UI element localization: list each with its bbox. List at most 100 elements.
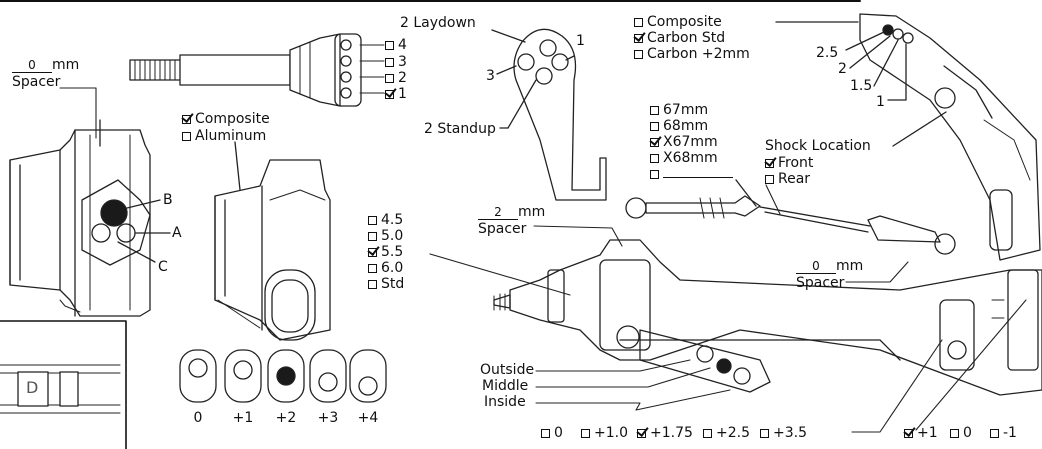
bottom-right-plus1-checkbox[interactable] [904, 429, 913, 438]
axle-1-checkbox[interactable] [385, 90, 394, 99]
inset-letter: D [26, 378, 39, 397]
shock-location-rear[interactable]: Rear [765, 172, 810, 186]
axle-position-2[interactable]: 2 [385, 71, 407, 85]
top-spacer-unit: mm [52, 57, 80, 73]
turnbuckle-x67-checkbox[interactable] [650, 138, 659, 147]
top-spacer-label: Spacer [12, 74, 61, 90]
aluminum-label: Aluminum [195, 128, 267, 144]
bottom-right-0-checkbox[interactable] [950, 429, 959, 438]
bottom-right-plus1-label: +1 [917, 425, 938, 441]
hub-material-composite[interactable]: Composite [182, 112, 270, 126]
turnbuckle-custom-checkbox[interactable] [650, 170, 659, 179]
bottom-option-plus3-5[interactable]: +3.5 [760, 426, 807, 440]
axle-3-checkbox[interactable] [385, 58, 394, 67]
axle-position-3[interactable]: 3 [385, 55, 407, 69]
bottom-plus2-5-checkbox[interactable] [703, 429, 712, 438]
right-spacer-unit: mm [836, 258, 864, 274]
hub-height-std-label: Std [381, 276, 405, 292]
tower-carbon-plus2-checkbox[interactable] [634, 50, 643, 59]
tower-hole-1-label: 1 [876, 94, 885, 110]
hub-height-4-5[interactable]: 4.5 [368, 213, 403, 227]
hub-height-6-0-checkbox[interactable] [368, 264, 377, 273]
slot-label-plus3: +3 [317, 410, 339, 426]
slot-label-0: 0 [193, 410, 203, 426]
bottom-plus3-5-checkbox[interactable] [760, 429, 769, 438]
bottom-plus1-75-checkbox[interactable] [637, 429, 646, 438]
turnbuckle-68mm[interactable]: 68mm [650, 119, 708, 133]
bottom-option-plus1-0[interactable]: +1.0 [581, 426, 628, 440]
bottom-right-option-minus1[interactable]: -1 [990, 426, 1017, 440]
bottom-right-minus1-checkbox[interactable] [990, 429, 999, 438]
bottom-option-plus1-75[interactable]: +1.75 [637, 426, 693, 440]
hub-height-6-0-label: 6.0 [381, 260, 404, 276]
turnbuckle-x67mm[interactable]: X67mm [650, 135, 718, 149]
bottom-right-option-plus1[interactable]: +1 [904, 426, 938, 440]
tower-material-composite[interactable]: Composite [634, 15, 722, 29]
axle-4-checkbox[interactable] [385, 41, 394, 50]
turnbuckle-x68mm[interactable]: X68mm [650, 151, 718, 165]
bellcrank-standup-label: 2 Standup [424, 121, 496, 137]
bottom-right-option-0[interactable]: 0 [950, 426, 972, 440]
tower-carbon-std-checkbox[interactable] [634, 34, 643, 43]
turnbuckle-x68-checkbox[interactable] [650, 154, 659, 163]
tower-hole-2-label: 2 [838, 61, 847, 77]
hub-material-aluminum[interactable]: Aluminum [182, 129, 266, 143]
aluminum-checkbox[interactable] [182, 132, 191, 141]
slot-label-plus2: +2 [275, 410, 297, 426]
turnbuckle-68-checkbox[interactable] [650, 122, 659, 131]
shock-rear-checkbox[interactable] [765, 175, 774, 184]
turnbuckle-custom-field[interactable] [663, 167, 733, 178]
tower-hole-2-5-label: 2.5 [816, 45, 839, 61]
hub-height-4-5-label: 4.5 [381, 212, 404, 228]
slot-label-plus1: +1 [232, 410, 254, 426]
turnbuckle-custom[interactable] [650, 167, 733, 181]
tower-material-carbon-std[interactable]: Carbon Std [634, 31, 725, 45]
axle-position-1[interactable]: 1 [385, 87, 407, 101]
axle-position-4[interactable]: 4 [385, 38, 407, 52]
hub-alternate-drawing [214, 141, 331, 341]
tower-composite-checkbox[interactable] [634, 18, 643, 27]
hub-point-a: A [172, 225, 182, 241]
bottom-option-plus2-5[interactable]: +2.5 [703, 426, 750, 440]
bottom-plus1-0-checkbox[interactable] [581, 429, 590, 438]
composite-checkbox[interactable] [182, 115, 191, 124]
turnbuckle-67mm[interactable]: 67mm [650, 103, 708, 117]
bellcrank-laydown-label: 2 Laydown [400, 15, 476, 31]
shock-front-label: Front [778, 155, 814, 171]
turnbuckle-68-label: 68mm [663, 118, 709, 134]
hub-height-5-5[interactable]: 5.5 [368, 245, 403, 259]
bottom-0-checkbox[interactable] [541, 429, 550, 438]
hub-height-5-0[interactable]: 5.0 [368, 229, 403, 243]
shock-front-checkbox[interactable] [765, 159, 774, 168]
tower-material-carbon-plus2[interactable]: Carbon +2mm [634, 47, 750, 61]
hub-height-5-5-checkbox[interactable] [368, 248, 377, 257]
bellcrank-hole-3-label: 3 [486, 68, 495, 84]
shock-location-title: Shock Location [765, 138, 871, 154]
shock-rear-label: Rear [778, 171, 811, 187]
axle-2-checkbox[interactable] [385, 74, 394, 83]
hub-height-5-5-label: 5.5 [381, 244, 404, 260]
axle-2-label: 2 [398, 70, 407, 86]
hub-point-b: B [163, 192, 173, 208]
tower-carbon-std-label: Carbon Std [647, 30, 726, 46]
hub-height-std[interactable]: Std [368, 277, 404, 291]
axle-4-label: 4 [398, 37, 407, 53]
arm-hole-inside-label: Inside [484, 394, 526, 410]
hub-height-std-checkbox[interactable] [368, 280, 377, 289]
composite-label: Composite [195, 111, 270, 127]
hub-height-6-0[interactable]: 6.0 [368, 261, 403, 275]
mid-spacer-label: Spacer [478, 221, 527, 237]
hub-height-4-5-checkbox[interactable] [368, 216, 377, 225]
bottom-option-0[interactable]: 0 [541, 426, 563, 440]
hub-height-5-0-checkbox[interactable] [368, 232, 377, 241]
arm-hole-middle-label: Middle [482, 378, 529, 394]
bottom-plus1-0-label: +1.0 [594, 425, 628, 441]
bottom-right-0-label: 0 [963, 425, 972, 441]
tower-hole-1-5-label: 1.5 [850, 78, 873, 94]
shock-location-front[interactable]: Front [765, 156, 813, 170]
turnbuckle-67-checkbox[interactable] [650, 106, 659, 115]
rear-axle-drawing [129, 33, 385, 107]
